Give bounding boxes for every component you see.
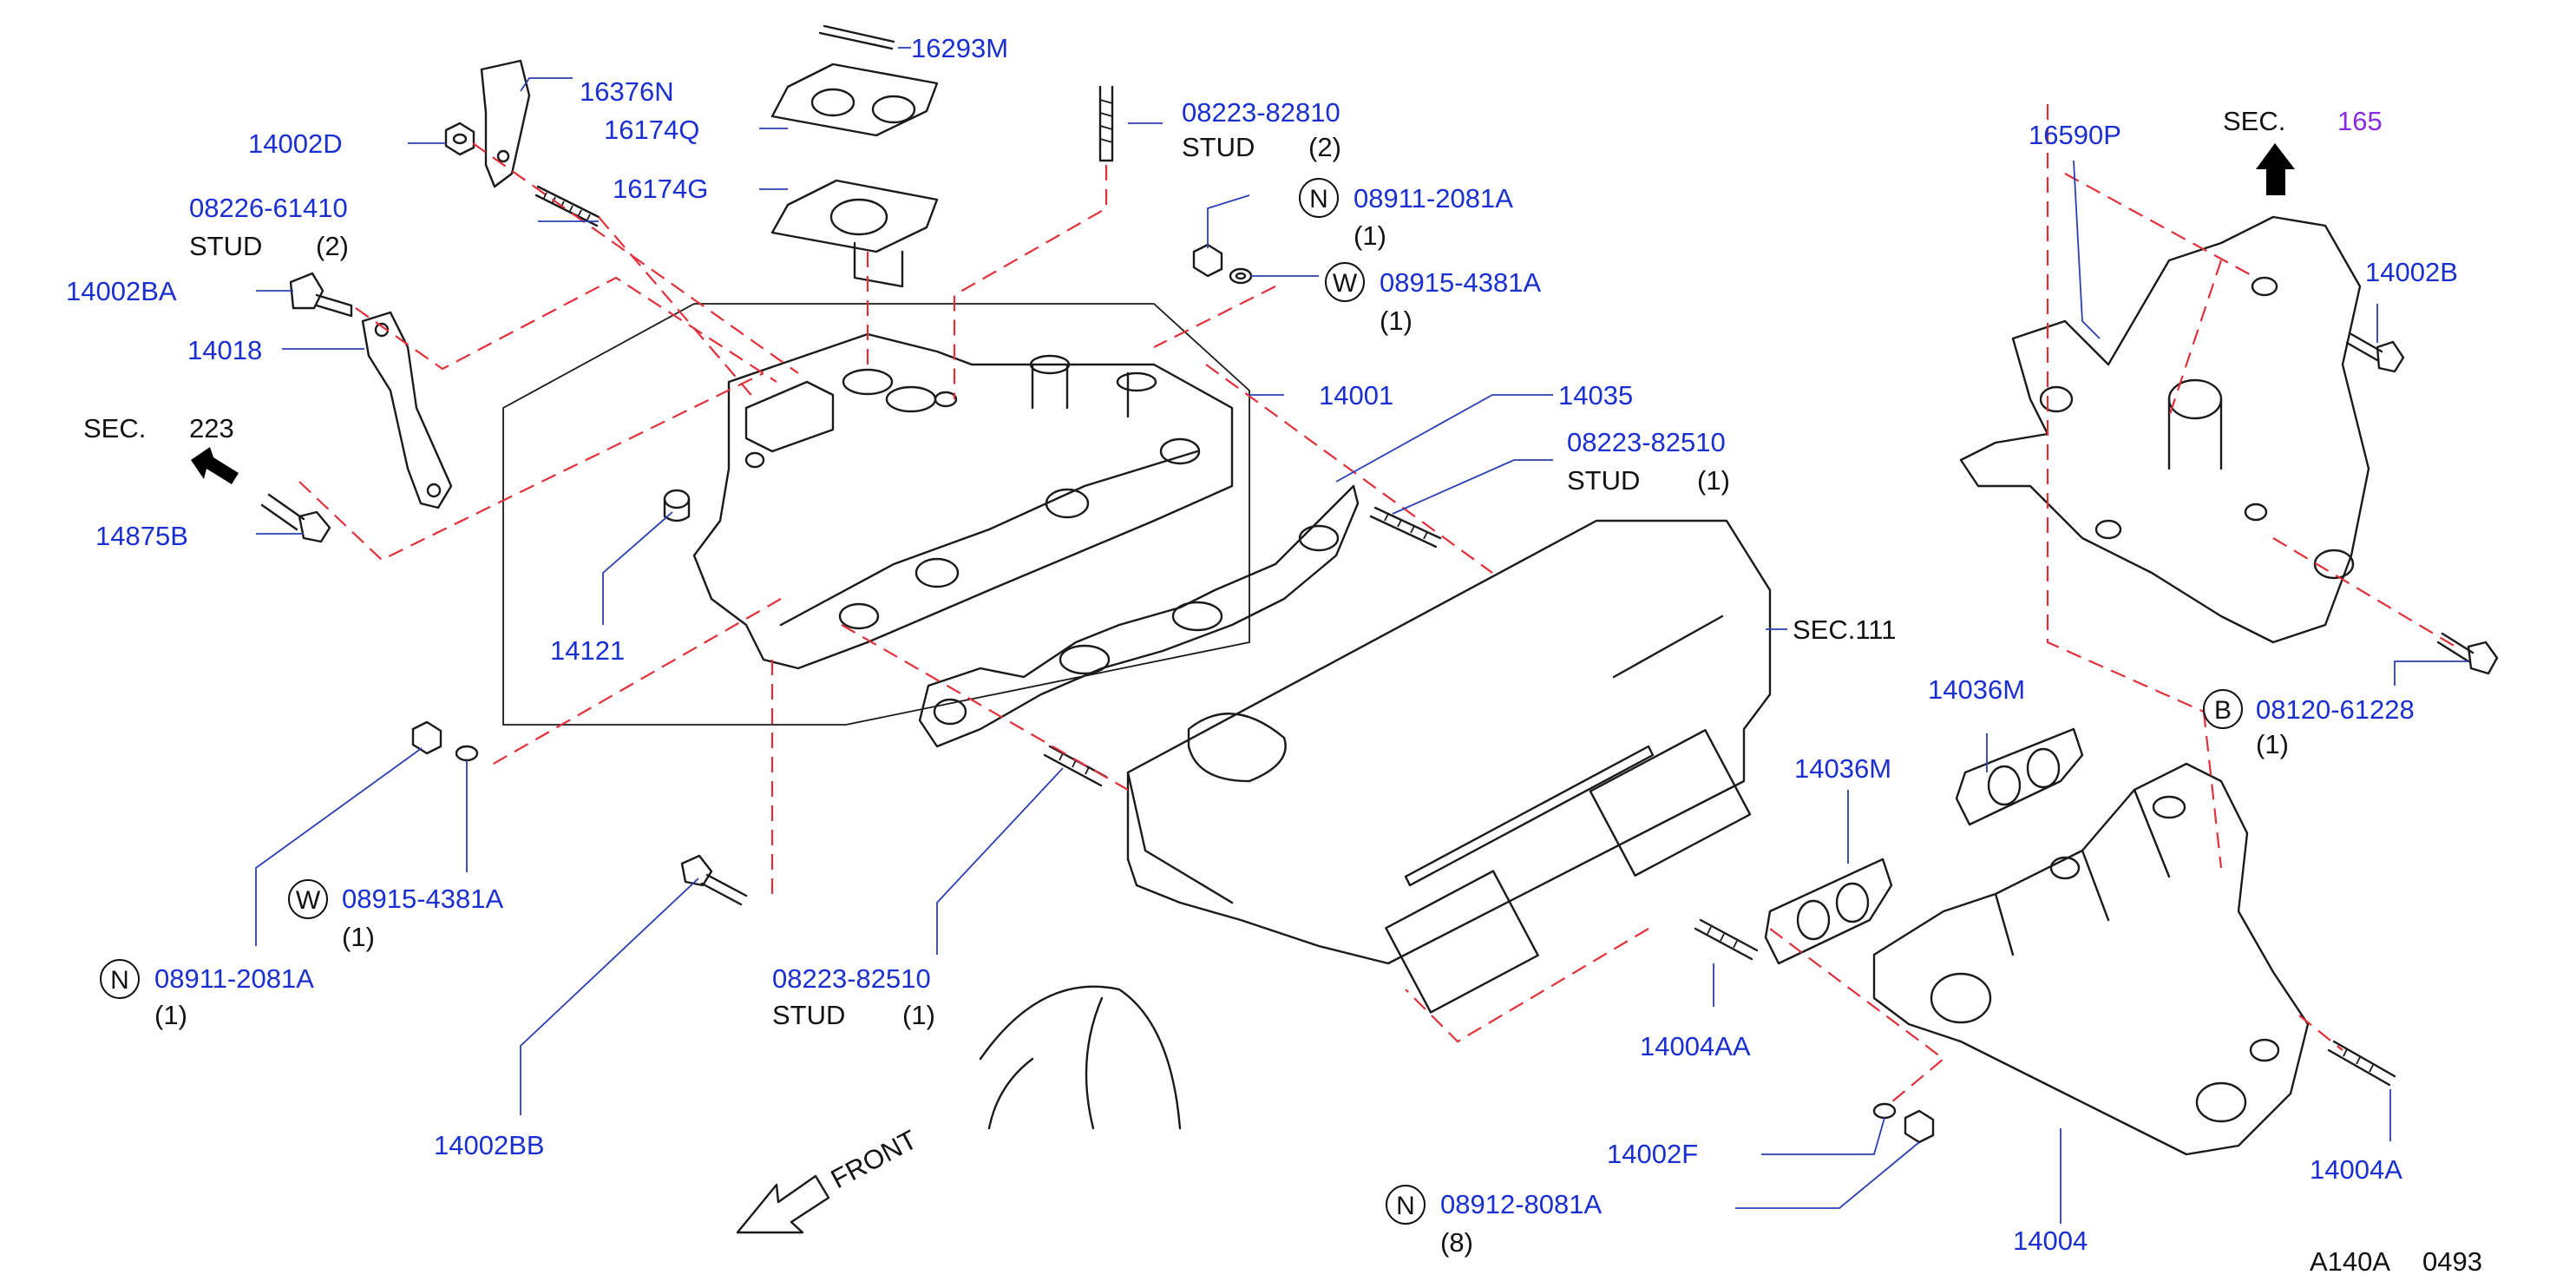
- gasket-14035: [918, 484, 1360, 748]
- label-14002F[interactable]: 14002F: [1607, 1139, 1698, 1169]
- label-14018[interactable]: 14018: [187, 335, 262, 365]
- reference-code: A140A: [2310, 1246, 2390, 1277]
- label-qty-08911-top: (1): [1354, 220, 1386, 251]
- label-08915-4381A-top[interactable]: 08915-4381A: [1380, 267, 1541, 298]
- label-14004A[interactable]: 14004A: [2310, 1154, 2402, 1185]
- label-14002D[interactable]: 14002D: [248, 128, 343, 159]
- circle-w-top: [1325, 262, 1365, 302]
- label-sec-165-prefix: SEC.: [2223, 106, 2285, 136]
- symbol-w-top: W: [1333, 269, 1358, 298]
- bolt-14002B: [2345, 332, 2405, 373]
- label-qty-82810: (2): [1308, 132, 1341, 162]
- symbol-n-left: N: [110, 966, 129, 995]
- label-08223-82810[interactable]: 08223-82810: [1182, 97, 1340, 128]
- exhaust-manifold-14004: [1872, 762, 2310, 1156]
- bolt-14002BB: [680, 854, 748, 906]
- label-08226-61410[interactable]: 08226-61410: [189, 193, 348, 223]
- stud-14004AA: [1694, 918, 1759, 961]
- label-14036M-a[interactable]: 14036M: [1928, 674, 2025, 705]
- label-sec-223-prefix: SEC.: [83, 413, 146, 444]
- label-08120-61228[interactable]: 08120-61228: [2256, 694, 2415, 725]
- label-14001[interactable]: 14001: [1319, 380, 1393, 411]
- label-16376N[interactable]: 16376N: [580, 76, 674, 107]
- label-qty-82510-right: (1): [1697, 465, 1730, 496]
- label-14004[interactable]: 14004: [2013, 1226, 2088, 1256]
- washer-08915-left: [455, 745, 479, 762]
- stud-14004A: [2327, 1040, 2396, 1087]
- nut-08912-8081A: [1904, 1109, 1935, 1144]
- label-08223-82510-right[interactable]: 08223-82510: [1567, 427, 1726, 457]
- sec-165-arrow: [2256, 143, 2295, 195]
- carburetor-gaskets: [770, 24, 939, 288]
- stud-08223-82810: [1098, 85, 1114, 162]
- nut-08911-left: [411, 720, 442, 755]
- label-qty-08915-top: (1): [1380, 306, 1413, 336]
- assembly-guide-lines: [298, 104, 2456, 1103]
- label-front: FRONT: [826, 1124, 922, 1194]
- symbol-b-right: B: [2214, 696, 2232, 725]
- label-14875B[interactable]: 14875B: [95, 521, 188, 551]
- label-14002BB[interactable]: 14002BB: [434, 1130, 545, 1160]
- label-stud-08226: STUD: [189, 231, 262, 261]
- label-08911-2081A-left[interactable]: 08911-2081A: [154, 963, 314, 994]
- label-14036M-b[interactable]: 14036M: [1794, 753, 1891, 784]
- bolt-14002BA: [289, 272, 353, 318]
- label-16293M[interactable]: 16293M: [911, 33, 1008, 63]
- sleeve-14121: [663, 489, 691, 522]
- circle-w-left: [288, 879, 328, 919]
- washer-08915-top: [1229, 267, 1253, 285]
- engine-block: [979, 519, 1772, 1130]
- label-qty-08120: (1): [2256, 729, 2289, 759]
- stud-08226-61410: [534, 185, 600, 227]
- label-sec-111[interactable]: SEC.111: [1793, 614, 1896, 645]
- washer-14002F: [1872, 1102, 1897, 1120]
- circle-n-top: [1299, 178, 1339, 218]
- label-14121[interactable]: 14121: [550, 635, 625, 666]
- sec-223-arrow: [191, 447, 239, 484]
- label-sec-223-num[interactable]: 223: [189, 413, 234, 444]
- symbol-w-left: W: [296, 886, 321, 915]
- label-14002B[interactable]: 14002B: [2365, 257, 2458, 287]
- label-stud-82810: STUD: [1182, 132, 1255, 162]
- nut-08911-top: [1192, 243, 1223, 278]
- intake-manifold-part: [692, 332, 1234, 670]
- circle-n-left: [100, 959, 140, 999]
- heat-insulator-16590P: [1959, 215, 2370, 644]
- label-stud-82510-right: STUD: [1567, 465, 1640, 496]
- circle-n-bottom: [1386, 1185, 1426, 1225]
- stud-08223-82510-bottom: [1043, 745, 1108, 787]
- gasket-14036M-a: [1955, 727, 2084, 826]
- label-14002BA[interactable]: 14002BA: [66, 276, 177, 306]
- label-14004AA[interactable]: 14004AA: [1640, 1031, 1751, 1061]
- label-08912-8081A[interactable]: 08912-8081A: [1440, 1189, 1602, 1219]
- front-arrow-icon: [736, 1174, 830, 1234]
- circle-b-right: [2203, 689, 2243, 729]
- label-qty-08915-left: (1): [342, 922, 375, 952]
- reference-number: 0493: [2422, 1246, 2482, 1277]
- label-sec-165-num[interactable]: 165: [2337, 106, 2383, 136]
- label-qty-08911-left: (1): [154, 1000, 187, 1030]
- label-qty-82510-bottom: (1): [902, 1000, 935, 1030]
- gasket-14036M-b: [1764, 858, 1893, 965]
- label-16590P[interactable]: 16590P: [2029, 120, 2121, 150]
- leader-lines: [255, 47, 2468, 1224]
- label-08223-82510-bottom[interactable]: 08223-82510: [772, 963, 931, 994]
- nut-14002D: [444, 122, 475, 156]
- label-stud-82510-bottom: STUD: [772, 1000, 845, 1030]
- label-08915-4381A-left[interactable]: 08915-4381A: [342, 884, 503, 914]
- stay-14018: [361, 311, 453, 509]
- label-qty-08226: (2): [316, 231, 349, 261]
- stud-08223-82510-right: [1369, 506, 1442, 549]
- symbol-n-top: N: [1309, 185, 1328, 214]
- label-qty-08912: (8): [1440, 1227, 1473, 1258]
- label-14035[interactable]: 14035: [1558, 380, 1633, 411]
- symbol-n-bottom: N: [1396, 1192, 1415, 1220]
- bracket-16376N: [480, 59, 531, 188]
- bolt-08120-61228: [2436, 632, 2499, 675]
- label-16174Q[interactable]: 16174Q: [604, 115, 699, 145]
- label-08911-2081A-top[interactable]: 08911-2081A: [1354, 183, 1513, 214]
- label-16174G[interactable]: 16174G: [613, 174, 708, 204]
